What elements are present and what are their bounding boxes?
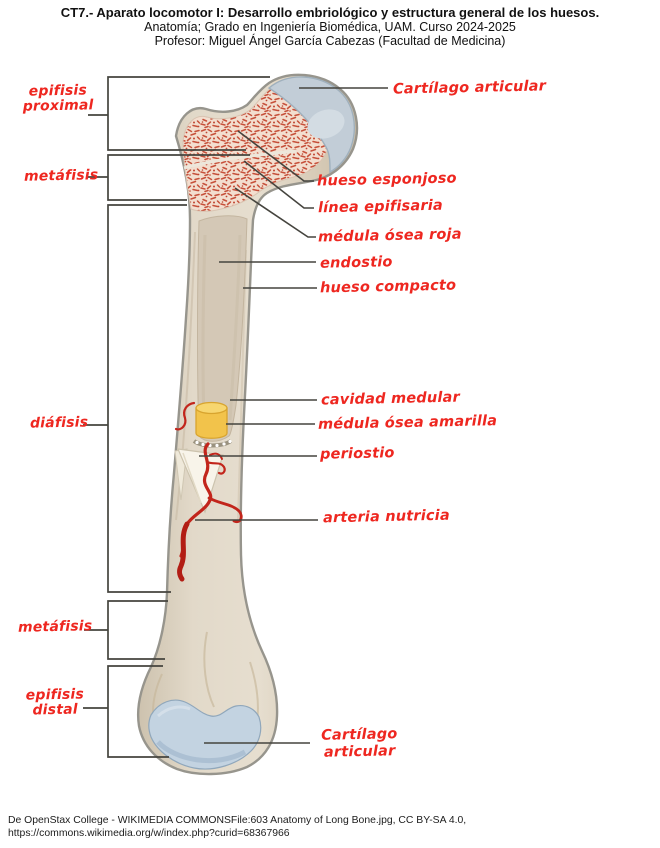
medullary-cavity [197,215,248,442]
label-cartilago-articular-inferior: Cartílago articular [320,726,398,761]
slide-title: CT7.- Aparato locomotor I: Desarrollo em… [60,5,600,20]
attribution: De OpenStax College - WIKIMEDIA COMMONSF… [8,815,466,840]
label-linea-epifisaria: línea epifisaria [317,197,444,217]
label-epifisis-proximal: epifisis proximal [22,82,94,115]
attribution-line1: De OpenStax College - WIKIMEDIA COMMONSF… [8,815,467,826]
label-cartilago-articular-superior: Cartílago articular [392,78,547,98]
slide-header: CT7.- Aparato locomotor I: Desarrollo em… [0,5,660,48]
periosteum-flap [174,448,224,514]
label-metafisis-inferior: metáfisis [17,618,93,636]
label-hueso-compacto: hueso compacto [319,277,457,297]
label-endostio: endostio [319,254,393,272]
bracket-epifisis-distal [107,665,169,758]
leader-medula-osea-roja [234,187,316,238]
label-diafisis: diáfisis [29,414,89,432]
cavity-streaks [201,234,242,421]
label-cavidad-medular: cavidad medular [320,389,461,409]
epiphyseal-line [183,149,297,170]
slide-subtitle-professor: Profesor: Miguel Ángel García Cabezas (F… [154,34,506,48]
bone-silhouette [137,73,359,776]
nutrient-artery [174,401,243,582]
label-hueso-esponjoso: hueso esponjoso [316,170,457,190]
articular-cartilage-distal [148,699,262,770]
leader-hueso-esponjoso [237,130,314,182]
bracket-epifisis-proximal [107,76,270,151]
label-medula-osea-roja: médula ósea roja [317,226,462,246]
attribution-line2: https://commons.wikimedia.org/w/index.ph… [8,827,290,839]
leader-linea-epifisaria [243,160,314,209]
articular-cartilage-proximal [267,76,355,174]
region-brackets [83,76,270,758]
label-metafisis-superior: metáfisis [23,167,99,185]
label-periostio: periostio [319,445,395,463]
label-epifisis-distal: epifisis distal [25,686,85,719]
label-arteria-nutricia: arteria nutricia [322,507,451,527]
leader-lines [195,87,388,744]
bracket-diafisis [107,204,187,593]
slide-subtitle-course: Anatomía; Grado en Ingeniería Biomédica,… [144,20,516,34]
